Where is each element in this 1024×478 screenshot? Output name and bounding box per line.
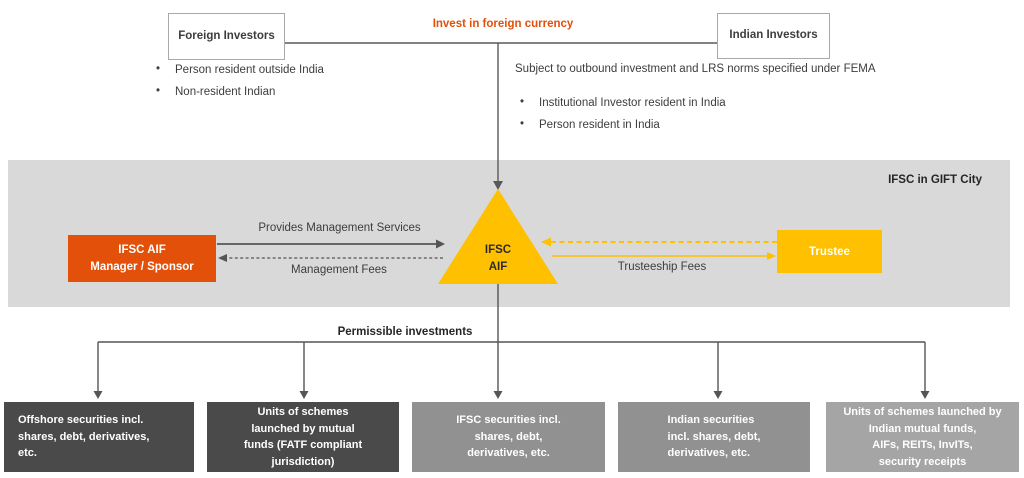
investment-box-label: Offshore securities incl. shares, debt, … bbox=[18, 414, 150, 460]
list-item: Institutional Investor resident in India bbox=[512, 96, 832, 110]
foreign-investors-label: Foreign Investors bbox=[178, 29, 275, 42]
investment-box-mutual-fund-units: Units of schemes launched by mutual fund… bbox=[207, 402, 399, 472]
foreign-investors-box: Foreign Investors bbox=[168, 13, 285, 60]
permissible-investments-tree bbox=[93, 284, 930, 399]
management-fees-label: Management Fees bbox=[291, 264, 387, 276]
trusteeship-fees-label: Trusteeship Fees bbox=[617, 261, 707, 273]
ifsc-gift-city-label: IFSC in GIFT City bbox=[888, 174, 982, 186]
trustee-box: Trustee bbox=[777, 230, 882, 273]
invest-down-arrow bbox=[493, 43, 503, 190]
investment-box-ifsc-securities: IFSC securities incl. shares, debt, deri… bbox=[412, 402, 605, 472]
trustee-label: Trustee bbox=[809, 245, 850, 258]
indian-investors-label: Indian Investors bbox=[729, 29, 818, 42]
investment-box-indian-fund-units: Units of schemes launched by Indian mutu… bbox=[826, 402, 1019, 472]
management-services-arrow bbox=[217, 239, 445, 249]
management-fees-arrow bbox=[218, 254, 443, 262]
foreign-investor-bullet-list: Person resident outside India Non-reside… bbox=[148, 63, 408, 108]
indian-investors-box: Indian Investors bbox=[717, 13, 830, 59]
ifsc-aif-manager-sponsor-box: IFSC AIF Manager / Sponsor bbox=[68, 235, 216, 282]
investment-box-label: IFSC securities incl. shares, debt, deri… bbox=[456, 414, 561, 460]
investment-box-offshore-securities: Offshore securities incl. shares, debt, … bbox=[4, 402, 194, 472]
investment-box-label: Indian securities incl. shares, debt, de… bbox=[667, 414, 761, 460]
investment-box-label: Units of schemes launched by mutual fund… bbox=[243, 406, 363, 468]
investment-box-indian-securities: Indian securities incl. shares, debt, de… bbox=[618, 402, 810, 472]
investment-box-label: Units of schemes launched by Indian mutu… bbox=[843, 406, 1002, 468]
indian-investor-bullet-list: Institutional Investor resident in India… bbox=[512, 96, 832, 141]
ifsc-aif-triangle-label: IFSC AIF bbox=[484, 244, 512, 274]
trusteeship-fees-arrow bbox=[552, 252, 776, 260]
invest-foreign-currency-label: Invest in foreign currency bbox=[432, 18, 574, 30]
permissible-investments-label: Permissible investments bbox=[337, 326, 473, 338]
list-item: Person resident outside India bbox=[148, 63, 408, 77]
ifsc-aif-triangle bbox=[438, 189, 558, 284]
list-item: Person resident in India bbox=[512, 118, 832, 132]
manager-sponsor-label: IFSC AIF Manager / Sponsor bbox=[90, 244, 194, 273]
indian-investors-note: Subject to outbound investment and LRS n… bbox=[515, 63, 876, 75]
trustee-dashed-arrow bbox=[541, 237, 777, 247]
provides-management-services-label: Provides Management Services bbox=[258, 222, 421, 234]
list-item: Non-resident Indian bbox=[148, 85, 408, 99]
